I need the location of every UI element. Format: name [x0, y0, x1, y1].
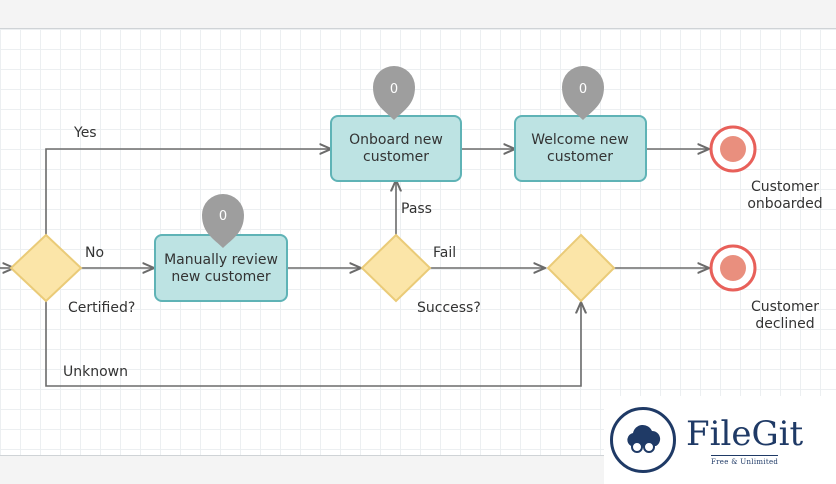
- task-onboard-label-line: customer: [363, 149, 429, 165]
- counter-pin-onboard: 0: [373, 66, 415, 120]
- flow-yes-label: Yes: [73, 125, 97, 141]
- filegit-logo-mark-icon: [610, 407, 676, 473]
- task-welcome-label-line: Welcome new: [531, 132, 628, 148]
- end-event-onboarded[interactable]: [709, 125, 757, 173]
- task-onboard-label-line: Onboard new: [349, 132, 443, 148]
- flow-pass-label: Pass: [401, 201, 432, 217]
- counter-pin-manual-review: 0: [202, 194, 244, 248]
- flow-unknown-line[interactable]: [45, 301, 581, 387]
- flow-fail-label: Fail: [433, 245, 456, 261]
- gateway-success-label: Success?: [417, 300, 481, 316]
- flow-no-label: No: [85, 245, 104, 261]
- counter-manual-review-value: 0: [219, 209, 227, 224]
- end-event-declined-label-line: declined: [755, 316, 814, 332]
- end-event-onboarded-label-line: Customer: [751, 179, 819, 195]
- filegit-logo-tagline: Free & Unlimited: [711, 454, 779, 466]
- counter-welcome-value: 0: [579, 82, 587, 97]
- gateway-merge[interactable]: [546, 233, 616, 303]
- connectors: [0, 149, 709, 387]
- end-event-onboarded-label-line: onboarded: [747, 196, 822, 212]
- flow-unknown-label: Unknown: [63, 364, 128, 380]
- flow-yes-line[interactable]: [45, 149, 331, 235]
- task-manual-review-label-line: new customer: [171, 269, 271, 285]
- end-event-declined[interactable]: [709, 244, 757, 292]
- counter-pin-welcome: 0: [562, 66, 604, 120]
- end-event-declined-label-line: Customer: [751, 299, 819, 315]
- filegit-logo-name: FileGit: [686, 413, 804, 454]
- gateway-certified[interactable]: [9, 233, 83, 303]
- task-welcome-label-line: customer: [547, 149, 613, 165]
- task-manual-review-label-line: Manually review: [164, 252, 278, 268]
- gateway-certified-label: Certified?: [68, 300, 135, 316]
- filegit-logo: FileGit Free & Unlimited: [604, 396, 836, 484]
- counter-onboard-value: 0: [390, 82, 398, 97]
- gateway-success[interactable]: [360, 233, 432, 303]
